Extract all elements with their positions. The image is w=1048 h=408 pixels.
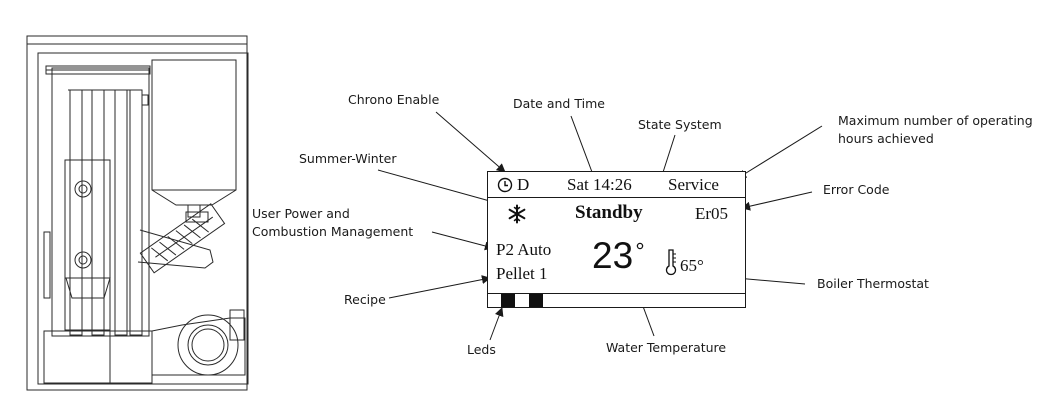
label-leds: Leds (467, 342, 496, 357)
led-indicator (501, 294, 515, 307)
arrow-chrono-enable (435, 111, 506, 173)
combustion-chamber (64, 159, 111, 331)
label-date-and-time: Date and Time (513, 96, 605, 111)
label-state-system: State System (638, 117, 722, 132)
thermometer-icon (665, 249, 677, 276)
display-header-divider (488, 197, 745, 198)
water-temperature-readout: 23 (592, 235, 634, 276)
boiler-cabinet (26, 35, 248, 391)
label-max-hours-line2: hours achieved (838, 131, 934, 146)
snowflake-icon (508, 204, 526, 224)
display-led-divider (488, 293, 745, 294)
arrow-date-time (570, 115, 597, 181)
control-display: D Sat 14:26 Service Standby Er05 P2 Auto… (487, 171, 746, 308)
boiler-drawing (26, 35, 249, 391)
chrono-mode: D (517, 175, 530, 194)
inspection-port-bottom (74, 251, 92, 269)
label-boiler-thermostat: Boiler Thermostat (817, 276, 929, 291)
error-readout: Er05 (695, 204, 729, 223)
arrow-leds (489, 307, 504, 341)
degree-mark (636, 242, 644, 250)
led-indicator (529, 294, 543, 307)
arrow-max-hours (737, 125, 823, 179)
heat-exchanger (51, 67, 150, 337)
service-readout: Service (668, 175, 719, 194)
label-summer-winter: Summer-Winter (299, 151, 397, 166)
power-readout: P2 Auto (496, 240, 552, 259)
inspection-port-top (74, 180, 92, 198)
label-user-power-line1: User Power and (252, 206, 350, 221)
boiler-temperature-readout: 65° (680, 256, 704, 275)
label-error-code: Error Code (823, 182, 890, 197)
label-recipe: Recipe (344, 292, 386, 307)
fan-inner (187, 324, 229, 366)
arrow-user-power (431, 231, 494, 251)
clock-icon (497, 177, 513, 193)
date-time-readout: Sat 14:26 (567, 175, 632, 194)
label-max-hours-line1: Maximum number of operating (838, 113, 1033, 128)
led-row (488, 294, 745, 307)
arrow-recipe (388, 275, 491, 299)
arrow-summer-winter (377, 169, 498, 206)
arrow-error-code (741, 191, 813, 211)
label-user-power-line2: Combustion Management (252, 224, 414, 239)
state-readout: Standby (575, 202, 643, 223)
label-chrono-enable: Chrono Enable (348, 92, 440, 107)
label-water-temperature: Water Temperature (606, 340, 727, 355)
recipe-readout: Pellet 1 (496, 264, 548, 283)
